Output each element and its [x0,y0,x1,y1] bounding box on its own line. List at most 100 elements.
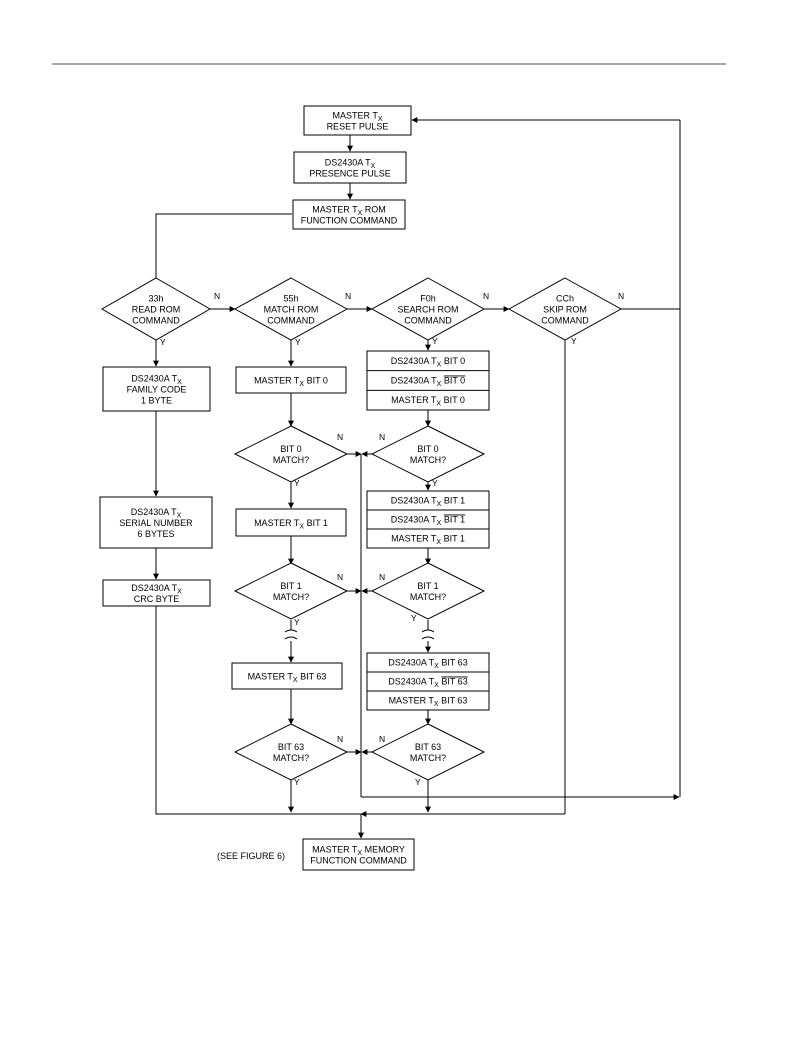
serial-number-box-text: DS2430A TX [131,507,182,520]
no-label: N [379,432,385,442]
yes-label: Y [294,478,300,488]
yes-label: Y [571,336,577,346]
match-rom-decision-text: COMMAND [267,316,315,326]
yes-label: Y [294,617,300,627]
match-bit63-decision-text: BIT 63 [278,742,304,752]
presence-pulse-box-text: DS2430A TX [325,158,376,171]
connectors [153,117,681,839]
yes-label: Y [160,337,166,347]
yes-label: Y [432,478,438,488]
match-rom-decision-text: MATCH ROM [264,305,319,315]
match-bit1-decision-text: MATCH? [273,592,309,602]
match-master-bit0-box-text: MASTER TX BIT 0 [254,376,328,389]
yes-label: Y [294,777,300,787]
presence-pulse-box-text: PRESENCE PULSE [309,169,391,179]
search-bit1-stack: DS2430A TX BIT 1 DS2430A TX BIT 1 MASTER T… [366,490,490,549]
family-code-box-text: DS2430A TX [131,374,182,387]
no-label: N [337,432,343,442]
search-bit1-stack-row: DS2430A TX BIT 1 [391,496,465,509]
search-bit0-stack: DS2430A TX BIT 0 DS2430A TX BIT 0 MASTER T… [366,350,490,411]
reset-pulse-box-text: RESET PULSE [327,122,389,132]
search-bit63-decision-text: BIT 63 [415,742,441,752]
rom-function-command-box-text: FUNCTION COMMAND [301,216,398,226]
no-label: N [337,572,343,582]
read-rom-decision-text: COMMAND [132,316,180,326]
no-label: N [483,291,489,301]
skip-rom-decision-text: SKIP ROM [543,305,587,315]
search-bit63-decision-text: MATCH? [410,753,446,763]
match-master-bit63-box: MASTER TX BIT 63 [231,662,343,690]
no-label: N [379,572,385,582]
crc-byte-box-text: DS2430A TX [131,583,182,596]
search-bit1-decision-text: BIT 1 [417,581,438,591]
serial-number-box-text: 6 BYTES [137,529,174,539]
match-bit0-decision-text: MATCH? [273,455,309,465]
search-bit1-stack-row: MASTER TX BIT 1 [391,534,465,547]
search-bit1-stack-row: DS2430A TX BIT 1 [391,515,465,528]
memory-function-command-box-text: MASTER TX MEMORY [312,845,405,858]
read-rom-decision-text: 33h [148,294,163,304]
search-bit0-stack-row: MASTER TX BIT 0 [391,395,465,408]
search-bit63-stack-row: DS2430A TX BIT 63 [388,658,467,671]
match-master-bit0-box: MASTER TX BIT 0 [235,366,347,394]
match-bit63-decision-text: MATCH? [273,753,309,763]
skip-rom-decision-text: COMMAND [541,316,589,326]
no-label: N [345,291,351,301]
search-bit63-stack-row: DS2430A TX BIT 63 [388,677,467,690]
match-rom-decision-text: 55h [283,294,298,304]
match-bit0-decision-text: BIT 0 [280,444,301,454]
search-rom-decision-text: COMMAND [404,316,452,326]
search-rom-decision-text: SEARCH ROM [397,305,458,315]
yes-label: Y [415,777,421,787]
match-bit1-decision-text: BIT 1 [280,581,301,591]
yes-label: Y [411,613,417,623]
search-bit63-stack-row: MASTER TX BIT 63 [389,696,468,709]
match-master-bit1-box: MASTER TX BIT 1 [235,508,347,537]
no-label: N [214,291,220,301]
memory-function-command-box-text: FUNCTION COMMAND [310,856,407,866]
search-bit63-stack: DS2430A TX BIT 63 DS2430A TX BIT 63 MASTER… [366,652,490,711]
search-bit0-decision-text: MATCH? [410,455,446,465]
no-label: N [337,734,343,744]
family-code-box-text: FAMILY CODE [127,385,187,395]
family-code-box-text: 1 BYTE [141,396,172,406]
reset-pulse-box-text: MASTER TX [332,111,382,124]
read-rom-decision-text: READ ROM [132,305,181,315]
search-bit0-stack-row: DS2430A TX BIT 0 [391,356,465,369]
search-rom-decision-text: F0h [420,294,436,304]
serial-number-box-text: SERIAL NUMBER [119,518,193,528]
no-label: N [618,291,624,301]
search-bit1-decision-text: MATCH? [410,592,446,602]
search-bit0-stack-row: DS2430A TX BIT 0 [391,376,465,389]
rom-function-command-box-text: MASTER TX ROM [312,205,386,218]
yes-label: Y [432,336,438,346]
match-master-bit1-box-text: MASTER TX BIT 1 [254,518,328,531]
crc-byte-box-text: CRC BYTE [134,594,180,604]
branch-labels: Y Y Y Y N N N N N Y N Y N Y N Y N Y N Y [160,291,624,787]
skip-rom-decision-text: CCh [556,294,574,304]
yes-label: Y [295,337,301,347]
see-figure-note: (SEE FIGURE 6) [217,851,285,861]
match-master-bit63-box-text: MASTER TX BIT 63 [248,672,327,685]
no-label: N [379,734,385,744]
search-bit0-decision-text: BIT 0 [417,444,438,454]
